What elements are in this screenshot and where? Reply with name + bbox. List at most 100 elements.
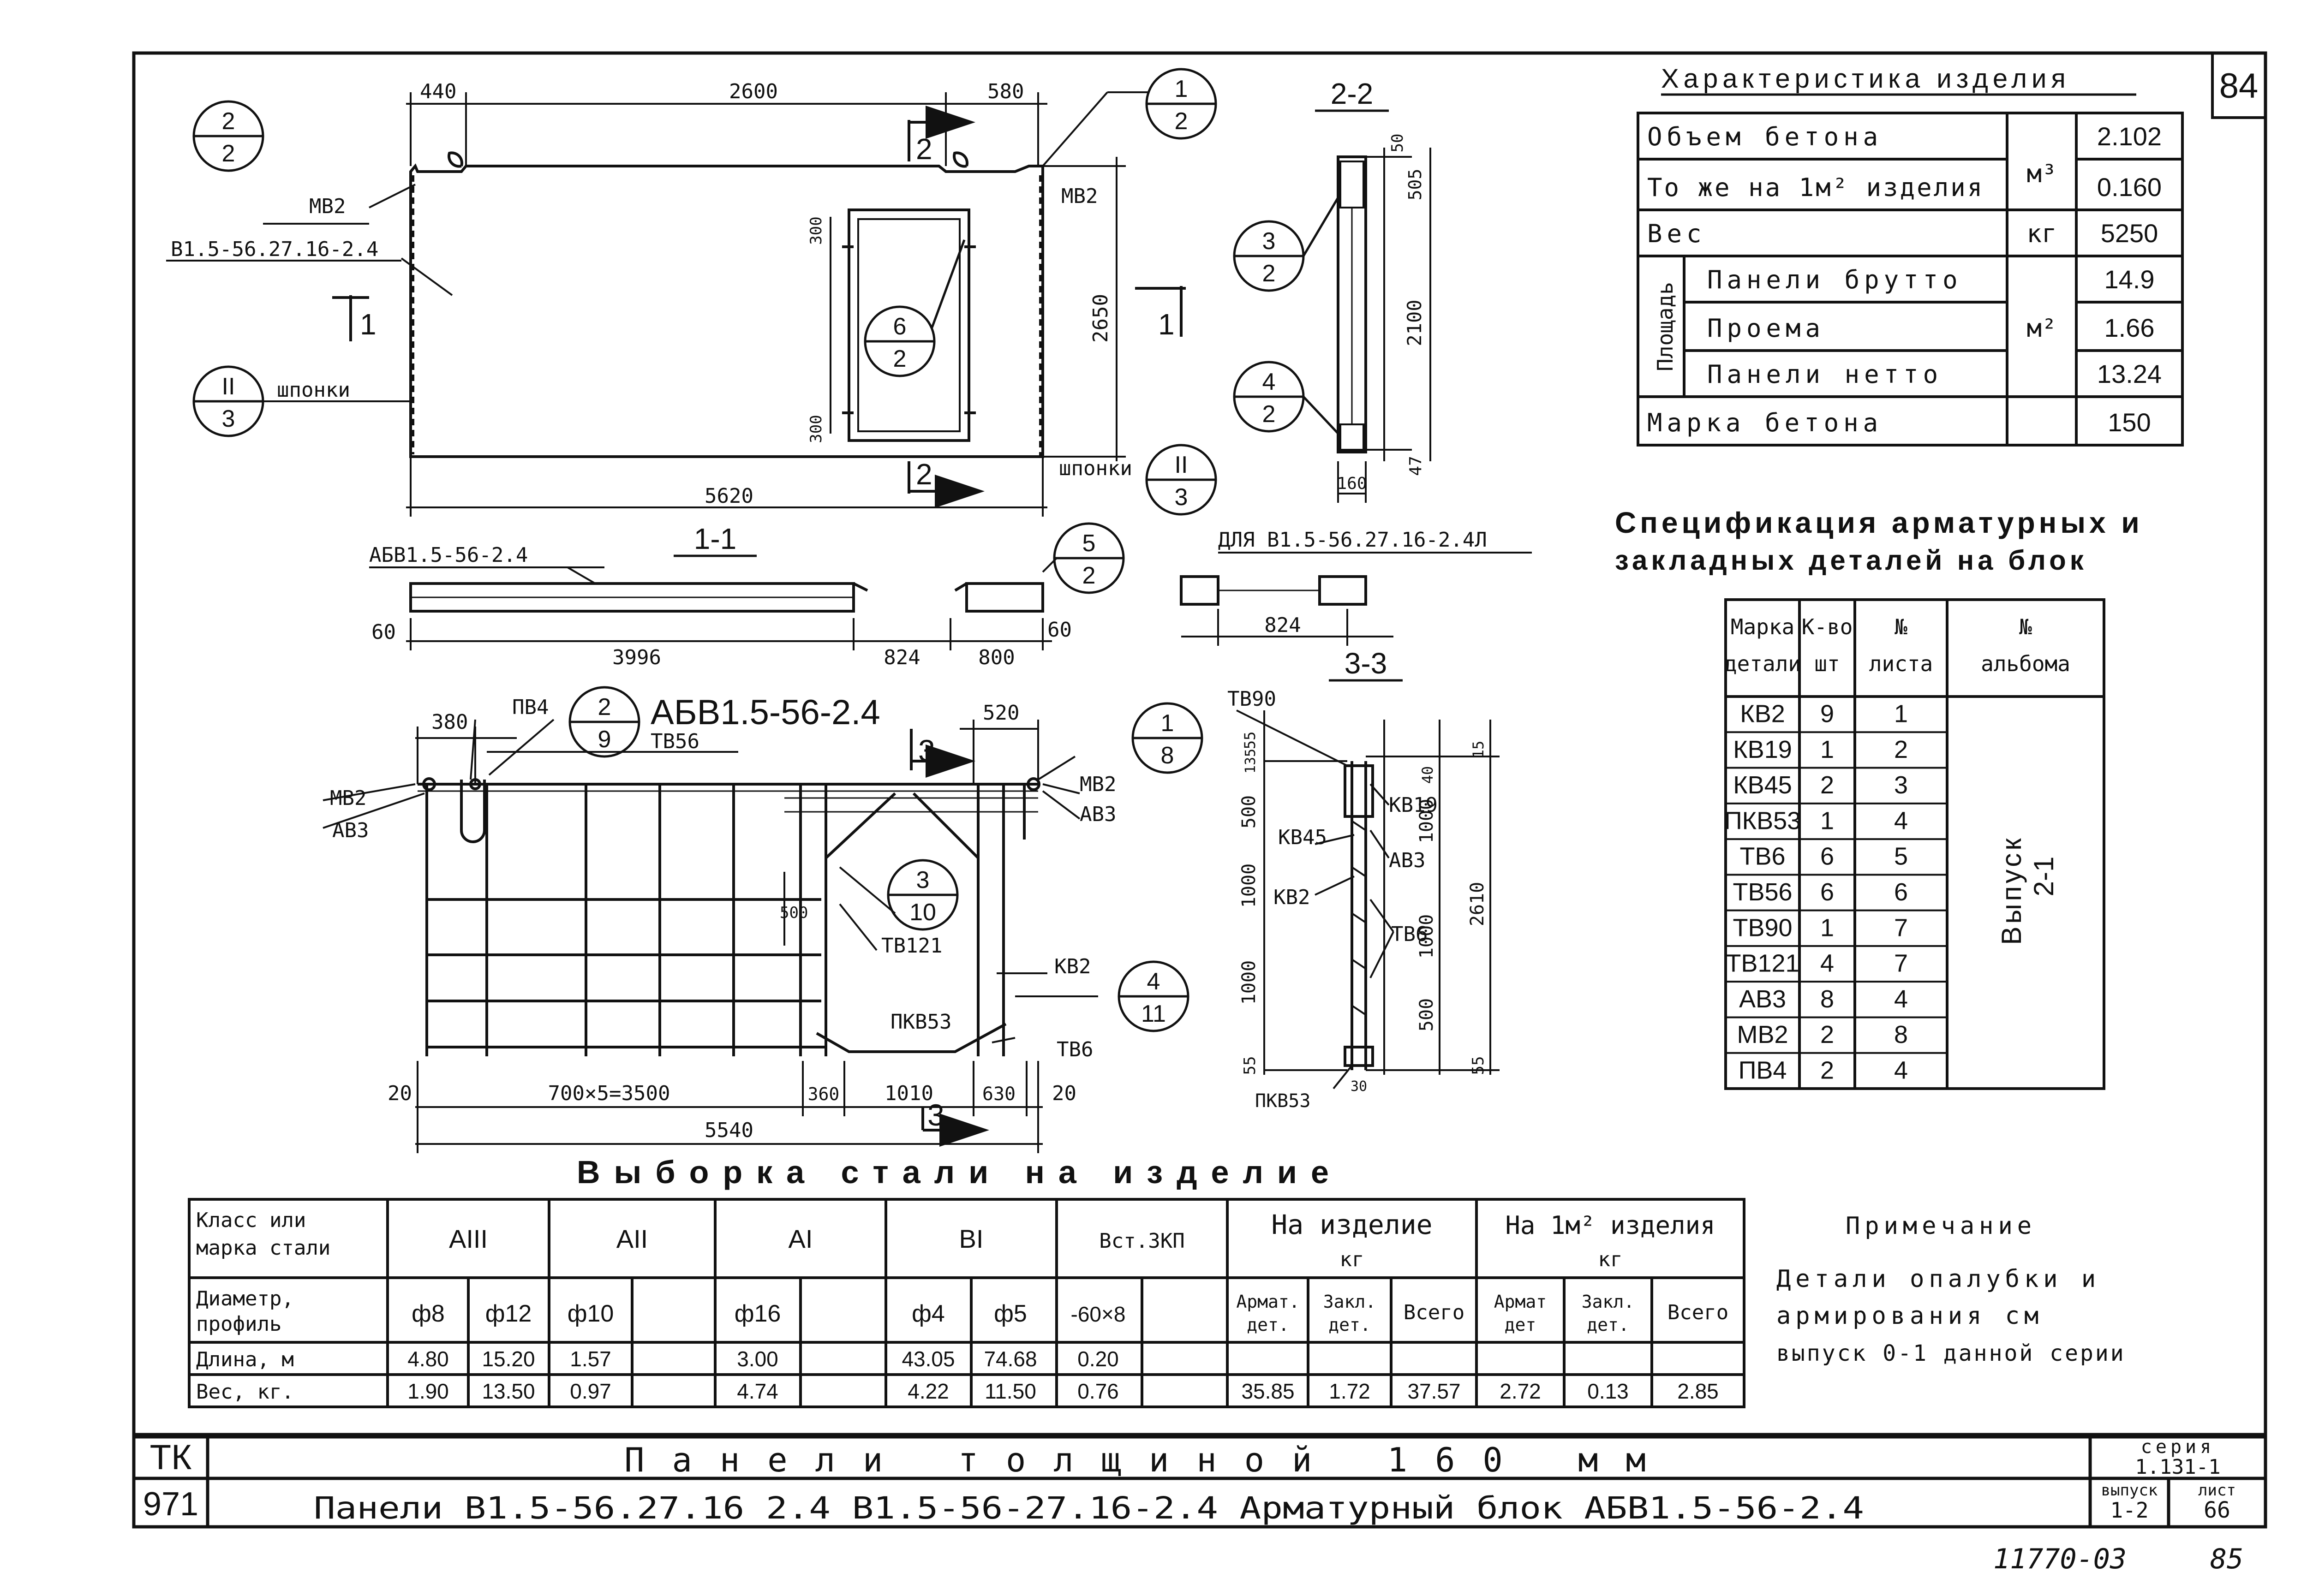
- dim-500-33r: 500: [1416, 998, 1437, 1031]
- bottom-page: 85: [2210, 1543, 2243, 1575]
- spec-h-qty1: К-во: [1802, 614, 1853, 639]
- tb-code: 971: [143, 1486, 198, 1523]
- char-gross-value: 14.9: [2104, 265, 2155, 294]
- steel-w-d4: 4.22: [908, 1379, 949, 1403]
- section-1-1-title: 1-1: [694, 522, 737, 555]
- steel-class-b1: ВI: [959, 1224, 984, 1253]
- spec-cell-mark: ТВ6: [1739, 843, 1785, 870]
- dim-440: 440: [420, 80, 456, 103]
- char-m3-unit: м³: [2026, 159, 2056, 188]
- char-grade-value: 150: [2108, 408, 2151, 437]
- steel-sub-arm1: Армат.: [1236, 1292, 1299, 1312]
- steel-diam-d5: ф5: [994, 1300, 1027, 1327]
- callout-2-9-top: 2: [598, 694, 611, 721]
- steel-diam-d16: ф16: [735, 1300, 781, 1327]
- steel-title: Выборка стали на изделие: [577, 1154, 1343, 1190]
- steel-w-arm-m: 2.72: [1500, 1379, 1541, 1403]
- spec-cell-mark: ТВ121: [1726, 950, 1799, 977]
- label-mb2-left: МВ2: [309, 195, 346, 218]
- tb-title: Панели толщиной 160 мм: [624, 1441, 1673, 1479]
- callout-3-2-bottom: 2: [1262, 260, 1276, 287]
- callout-II-3-top: II: [222, 373, 235, 400]
- callout-1-2-bottom: 2: [1175, 108, 1188, 135]
- spec-cell-qty: 2: [1820, 1056, 1834, 1084]
- steel-len-d4: 43.05: [902, 1347, 955, 1371]
- steel-w-zak: 1.72: [1329, 1379, 1370, 1403]
- steel-class-label1: Класс или: [196, 1209, 306, 1232]
- dim-1000-33a: 1000: [1238, 864, 1260, 908]
- dim-47: 47: [1406, 456, 1425, 476]
- dim-55-33r: 55: [1469, 1056, 1488, 1075]
- steel-diam-prof: -60×8: [1071, 1302, 1126, 1326]
- spec-cell-sheet: 4: [1894, 1056, 1908, 1084]
- callout-4-2-bottom: 2: [1262, 401, 1276, 428]
- char-gross-label: Панели брутто: [1707, 265, 1962, 294]
- steel-diam-d12: ф12: [485, 1300, 532, 1327]
- spec-h-sheet1: №: [1895, 614, 1907, 639]
- label-panel-mark: В1.5-56.27.16-2.4: [171, 238, 378, 261]
- cut-3-top: 3: [918, 733, 935, 768]
- steel-per-m2: На 1м² изделия: [1505, 1211, 1715, 1240]
- steel-class-a2: АII: [616, 1224, 648, 1253]
- label-for-variant: ДЛЯ В1.5-56.27.16-2.4Л: [1218, 528, 1487, 552]
- char-per-m2-label: То же на 1м² изделия: [1647, 173, 1984, 202]
- spec-h-qty2: шт: [1814, 651, 1840, 676]
- callout-4-11-bottom: 11: [1141, 1000, 1166, 1027]
- title-block: [132, 1433, 2267, 1529]
- callout-6-2-top: 6: [893, 313, 907, 340]
- spec-cell-mark: ПВ4: [1739, 1056, 1787, 1084]
- callout-1-8-top: 1: [1161, 710, 1174, 737]
- section-2-2: [1337, 155, 1367, 453]
- dim-380: 380: [431, 710, 468, 734]
- spec-cell-qty: 9: [1820, 700, 1834, 728]
- steel-sub-zak1: Закл.: [1323, 1292, 1376, 1312]
- spec-cell-sheet: 8: [1894, 1021, 1908, 1048]
- steel-len-d8: 4.80: [407, 1347, 449, 1371]
- char-volume-value: 2.102: [2097, 122, 2162, 151]
- dim-1010: 1010: [885, 1082, 933, 1105]
- label-mb2-block-left: МВ2: [330, 786, 366, 810]
- char-opening-value: 1.66: [2104, 313, 2155, 342]
- dim-50: 50: [1388, 134, 1407, 153]
- callout-4-2-top: 4: [1262, 369, 1276, 395]
- cut-3-bottom: 3: [927, 1098, 944, 1132]
- dim-300a: 300: [807, 216, 825, 244]
- dim-2610: 2610: [1467, 882, 1488, 926]
- char-kg-unit: кг: [2026, 219, 2056, 248]
- steel-diam-d4: ф4: [912, 1300, 945, 1327]
- cut-1-left: 1: [360, 308, 377, 341]
- reinforcement-block: [418, 777, 1040, 1056]
- characteristics-table: [1637, 112, 2184, 447]
- label-pkb53-33: ПКВ53: [1255, 1090, 1310, 1112]
- steel-sub-zak-m2: дет.: [1587, 1315, 1629, 1335]
- dim-1000-33r: 1000: [1416, 799, 1437, 843]
- steel-w-d10: 0.97: [570, 1379, 611, 1403]
- char-net-label: Панели нетто: [1707, 360, 1942, 389]
- label-mb2-right: МВ2: [1061, 185, 1098, 208]
- dim-5620: 5620: [705, 484, 753, 508]
- callout-3-2-top: 3: [1262, 228, 1276, 255]
- spec-cell-qty: 2: [1820, 1021, 1834, 1048]
- spec-cell-qty: 8: [1820, 985, 1834, 1013]
- label-shponki-left: шпонки: [277, 378, 350, 402]
- steel-diam-label2: профиль: [196, 1312, 281, 1336]
- steel-sub-arm2: дет.: [1247, 1315, 1289, 1335]
- dim-800: 800: [978, 646, 1015, 669]
- label-av3-block-left: АВ3: [332, 819, 369, 842]
- dim-1000-33r2: 1000: [1416, 914, 1437, 959]
- dim-500-33: 500: [1238, 795, 1260, 828]
- dim-580: 580: [987, 80, 1024, 103]
- spec-cell-sheet: 4: [1894, 985, 1908, 1013]
- dim-160: 160: [1337, 474, 1367, 493]
- callout-4-11-top: 4: [1147, 968, 1160, 995]
- label-tb6-block: ТВ6: [1057, 1038, 1093, 1061]
- spec-cell-sheet: 7: [1894, 914, 1908, 941]
- spec-h-album1: №: [2019, 614, 2032, 639]
- spec-cell-sheet: 6: [1894, 878, 1908, 906]
- steel-w-zak-m: 0.13: [1587, 1379, 1629, 1403]
- spec-h-album2: альбома: [1981, 651, 2070, 676]
- dim-55-bottom: 55: [1241, 1056, 1259, 1075]
- steel-w-total-m: 2.85: [1677, 1379, 1719, 1403]
- spec-cell-mark: АВ3: [1739, 985, 1786, 1013]
